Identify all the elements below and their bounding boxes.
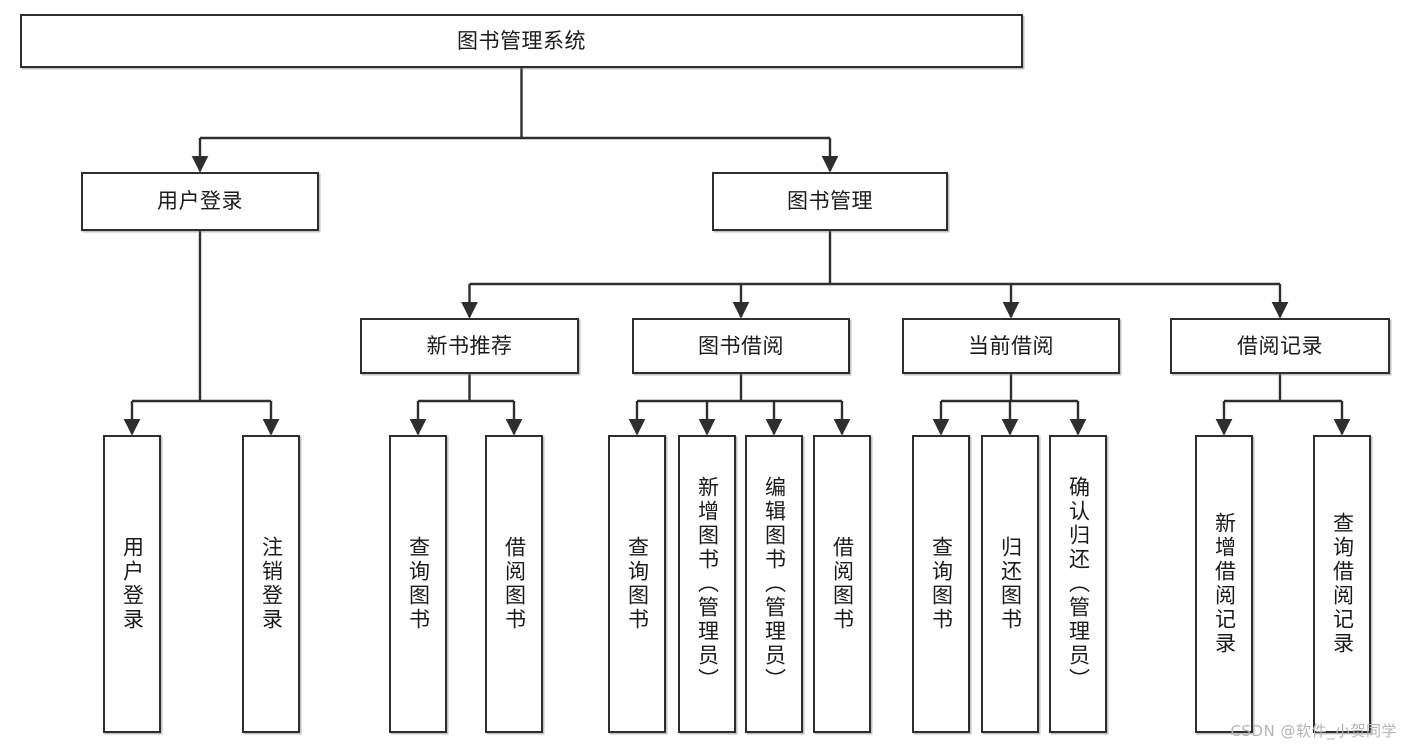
node-label: 编辑图书（管理员）	[762, 476, 787, 692]
node-records[interactable]: 借阅记录	[1170, 318, 1390, 374]
node-label: 图书管理系统	[457, 28, 586, 53]
node-root[interactable]: 图书管理系统	[20, 14, 1023, 68]
node-b_query[interactable]: 查询图书	[608, 435, 666, 733]
node-label: 当前借阅	[968, 333, 1054, 358]
node-b_lend[interactable]: 借阅图书	[813, 435, 871, 733]
node-n_query[interactable]: 查询图书	[389, 435, 447, 733]
node-newbook[interactable]: 新书推荐	[360, 318, 579, 374]
node-label: 新增借阅记录	[1212, 512, 1237, 656]
node-label: 新书推荐	[426, 333, 513, 358]
node-label: 查询图书	[625, 536, 650, 632]
node-label: 确认归还（管理员）	[1066, 476, 1091, 692]
node-n_borrow[interactable]: 借阅图书	[485, 435, 543, 733]
node-c_return[interactable]: 归还图书	[981, 435, 1039, 733]
node-bookmgmt[interactable]: 图书管理	[712, 172, 948, 231]
node-label: 注销登录	[259, 536, 284, 632]
node-label: 借阅图书	[502, 536, 527, 632]
node-label: 查询图书	[929, 536, 954, 632]
node-l_login[interactable]: 用户登录	[103, 435, 161, 733]
node-b_add[interactable]: 新增图书（管理员）	[678, 435, 736, 733]
node-label: 用户登录	[120, 536, 145, 632]
node-label: 查询借阅记录	[1330, 512, 1355, 656]
node-b_edit[interactable]: 编辑图书（管理员）	[745, 435, 803, 733]
node-label: 借阅记录	[1237, 333, 1323, 358]
watermark-text: CSDN @软件_小贺同学	[1230, 722, 1397, 740]
node-login[interactable]: 用户登录	[81, 172, 319, 231]
node-label: 用户登录	[157, 189, 243, 214]
node-l_logout[interactable]: 注销登录	[242, 435, 300, 733]
node-current[interactable]: 当前借阅	[902, 318, 1120, 374]
node-r_add[interactable]: 新增借阅记录	[1195, 435, 1253, 733]
node-r_query[interactable]: 查询借阅记录	[1313, 435, 1371, 733]
node-label: 图书管理	[787, 189, 873, 214]
node-label: 归还图书	[998, 536, 1023, 632]
node-label: 图书借阅	[698, 333, 784, 358]
node-c_confirm[interactable]: 确认归还（管理员）	[1049, 435, 1107, 733]
node-c_query[interactable]: 查询图书	[912, 435, 970, 733]
node-label: 借阅图书	[830, 536, 855, 632]
node-label: 查询图书	[406, 536, 431, 632]
node-label: 新增图书（管理员）	[695, 476, 720, 692]
node-borrow[interactable]: 图书借阅	[632, 318, 850, 374]
